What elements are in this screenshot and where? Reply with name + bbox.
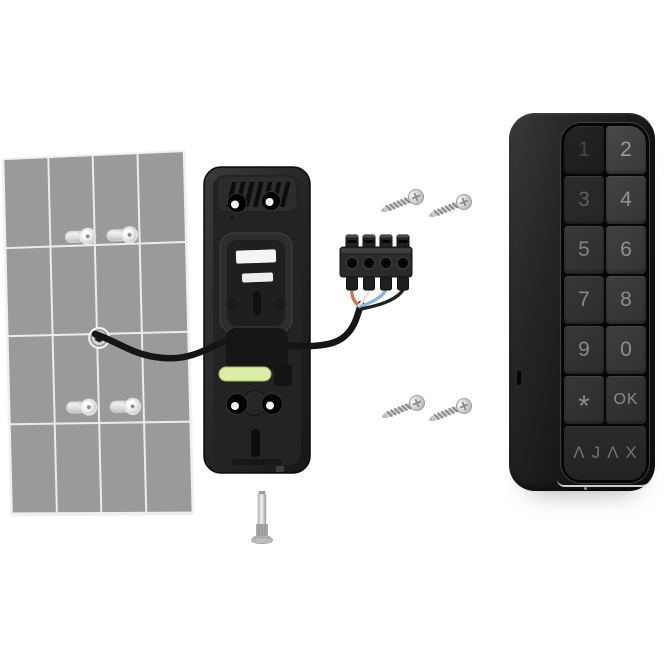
mounting-screw-bottom-left xyxy=(377,392,428,426)
key-ok: OK xyxy=(606,376,646,424)
fixing-screw xyxy=(251,491,273,544)
bracket-knob xyxy=(274,364,292,386)
key-0: 0 xyxy=(606,326,646,374)
mounting-screw-bottom-right xyxy=(424,395,475,429)
mounting-screw-top-right xyxy=(424,191,475,225)
bracket-bottom-notch xyxy=(276,466,284,472)
hole-wall-peek xyxy=(231,402,239,410)
bracket-clip-slot xyxy=(253,291,261,315)
hole-wall-peek xyxy=(265,198,274,206)
hole-wall-peek xyxy=(266,401,274,410)
bracket-bump-left xyxy=(227,299,239,311)
wire-red xyxy=(350,288,360,307)
wire-white xyxy=(357,288,371,308)
terminal-connector xyxy=(339,234,413,311)
wire-black xyxy=(359,288,405,311)
key-5: 5 xyxy=(564,226,604,274)
key-8: 8 xyxy=(606,276,646,324)
ajax-brand-logo: ΛJΛX xyxy=(564,426,646,480)
bracket-bump-right xyxy=(273,299,285,311)
wire-blue xyxy=(358,288,388,309)
key-star: * xyxy=(564,376,604,424)
bracket-bottom-groove xyxy=(232,459,282,465)
hole-wall-peek xyxy=(231,200,239,209)
side-slot xyxy=(517,371,521,385)
key-6: 6 xyxy=(606,226,646,274)
bracket-bottom-slot xyxy=(251,429,260,457)
key-9: 9 xyxy=(564,326,604,374)
key-4: 4 xyxy=(606,176,646,224)
label-slot-top xyxy=(235,249,277,264)
key-3: 3 xyxy=(564,176,604,224)
bottom-accent-line xyxy=(557,476,652,487)
key-2: 2 xyxy=(606,126,646,174)
keypad-front-panel: 1 2 3 4 5 6 7 8 9 0 * OK ΛJΛX xyxy=(561,123,649,483)
mounting-screw-top-left xyxy=(376,186,427,220)
terminal-block-highlight xyxy=(341,248,411,253)
key-grid: 1 2 3 4 5 6 7 8 9 0 * OK ΛJΛX xyxy=(564,126,646,480)
terminal-legs xyxy=(346,276,409,291)
mounting-bracket xyxy=(203,166,311,474)
label-slot-bottom xyxy=(241,272,274,283)
terminal-front-holes xyxy=(345,256,410,270)
terminal-block-body xyxy=(339,246,413,278)
bottom-mount-dot xyxy=(584,487,587,490)
bracket-post xyxy=(228,214,236,222)
ajax-keypad-device: 1 2 3 4 5 6 7 8 9 0 * OK ΛJΛX xyxy=(509,113,655,491)
battery-green-bar xyxy=(218,366,272,382)
terminal-top-screws xyxy=(345,234,410,250)
key-1: 1 xyxy=(564,126,604,174)
power-cable xyxy=(91,300,365,362)
key-7: 7 xyxy=(564,276,604,324)
